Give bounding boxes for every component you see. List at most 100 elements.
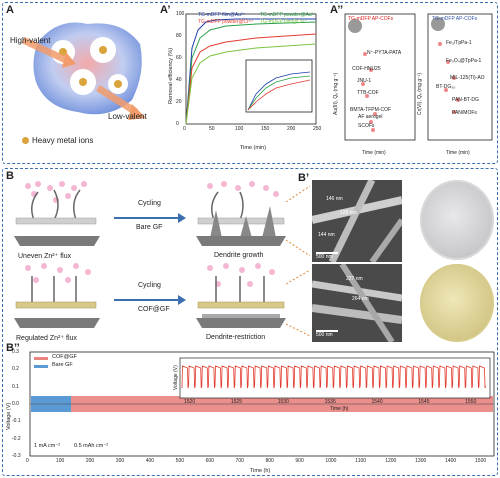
a1-xtick: 0 <box>183 126 186 132</box>
a1-xtick: 250 <box>313 126 322 132</box>
panel-b-label: B <box>6 170 14 182</box>
a1-ytick: 20 <box>176 99 182 105</box>
panel-bottom <box>2 168 498 476</box>
curve-powder-au <box>185 21 317 125</box>
au-item-3: TTB-COF <box>357 90 379 96</box>
dendrite-growth-cell <box>196 181 286 246</box>
panel-b2-label: B’’ <box>6 342 20 354</box>
au-item-5: AF aerogel <box>358 114 383 120</box>
b2-xtick: 600 <box>205 458 214 464</box>
curve-powder-cr <box>185 33 317 125</box>
b2-xtick: 700 <box>235 458 244 464</box>
sem1-m2: 128 nm <box>340 210 357 216</box>
panel-a1-label: A’ <box>160 4 171 16</box>
sem1-scalebar <box>316 252 338 254</box>
b2-inset-xtick: 1545 <box>418 399 430 405</box>
legend-film-au: TG-mDFP film@Au³⁺ <box>198 12 246 18</box>
curve-film-cr <box>185 43 317 125</box>
b2-xtick: 800 <box>265 458 274 464</box>
b2-legend-bare: Bare GF <box>52 362 73 368</box>
cr-capacity-chart <box>427 13 493 141</box>
a1-xtick: 100 <box>235 126 244 132</box>
b2-xtick: 400 <box>145 458 155 464</box>
dendrite-growth-label: Dendrite growth <box>214 252 264 259</box>
heavy-metal-legend-icon <box>22 137 29 144</box>
a1-ylabel: Removal efficiency (%) <box>168 47 174 104</box>
cycling-bottom-label: Cycling <box>138 282 161 289</box>
inset-wave <box>181 365 486 389</box>
b2-xlabel: Time (h) <box>250 468 271 474</box>
bare-gf-label: Bare GF <box>136 224 163 231</box>
b2-xtick: 500 <box>175 458 185 464</box>
au-title: TG-mDFP AP-COFs <box>348 16 394 22</box>
cof-gf-disc-photo <box>420 264 494 342</box>
au-item-2: JNU-1 <box>357 78 372 84</box>
b2-inset-xtick: 1530 <box>277 399 289 405</box>
cof-gf-label: COF@GF <box>138 306 170 313</box>
b2-inset-xtick: 1520 <box>184 399 196 405</box>
cr-xlabel: Time (min) <box>446 150 470 156</box>
regulated-flux-cell <box>14 263 100 328</box>
cr-item-3: BT-DG₃₀ <box>436 84 456 90</box>
legend-powder-cr: TG-mDFP powder@Cr⁶⁺ <box>198 19 254 25</box>
b2-ytick: 0.3 <box>12 349 19 355</box>
panel-a2-label: A’’ <box>330 4 344 16</box>
cr-item-2: MIL-125(Ti)-AO <box>450 75 485 81</box>
b2-ytick: 0.0 <box>12 401 19 407</box>
a1-ytick: 100 <box>176 11 185 17</box>
heavy-metal-legend: Heavy metal ions <box>32 136 94 145</box>
b2-inset-xtick: 1535 <box>324 399 336 405</box>
low-valent-label: Low-valent <box>108 112 147 121</box>
sem2-m2: 264 nm <box>352 296 369 302</box>
cycling-top-label: Cycling <box>138 200 161 207</box>
b2-ytick: -0.3 <box>12 453 21 459</box>
b2-xtick: 0 <box>26 458 29 464</box>
b2-inset-xtick: 1550 <box>465 399 477 405</box>
b2-legend-bare-swatch <box>34 365 48 368</box>
sem1-m3: 144 nm <box>318 232 335 238</box>
sem2-scalebar <box>316 330 338 332</box>
a1-ytick: 40 <box>176 77 182 83</box>
b2-inset-xtick: 1540 <box>371 399 383 405</box>
sem2-m1: 227 nm <box>346 276 363 282</box>
a1-ytick: 80 <box>176 33 182 39</box>
b2-xtick: 1400 <box>445 458 457 464</box>
b2-xtick: 1500 <box>475 458 487 464</box>
cr-item-0: Fe₃/TpPa-1 <box>446 40 472 46</box>
bare-gf-illustration <box>14 181 311 337</box>
b2-xtick: 200 <box>85 458 95 464</box>
legend-film-cr: TG-mDFP film@Cr⁶⁺ <box>260 19 307 25</box>
regulated-flux-label: Regulated Zn²⁺ flux <box>16 335 77 342</box>
a1-ytick: 60 <box>176 55 182 61</box>
uneven-flux-label: Uneven Zn²⁺ flux <box>18 253 72 260</box>
sem-image-bare: 146 nm 128 nm 144 nm 500 nm <box>312 180 402 262</box>
panel-b1-label: B’ <box>298 172 309 184</box>
dendrite-restriction-label: Dendrite-restriction <box>206 334 266 341</box>
b2-inset-xlabel: Time (h) <box>330 406 349 412</box>
b2-xtick: 1200 <box>385 458 397 464</box>
cr-item-4: PAN-BT-DG <box>452 97 479 103</box>
au-item-1: COF-HNU25 <box>352 66 381 72</box>
voltage-chart <box>29 351 495 457</box>
dendrite-restriction-cell <box>196 263 286 328</box>
b2-ytick: -0.1 <box>12 418 21 425</box>
b2-ytick: -0.2 <box>12 435 21 442</box>
b2-ytick: 0.2 <box>12 366 19 373</box>
b2-xtick: 100 <box>55 458 65 464</box>
b2-inset-ylabel: Voltage (V) <box>173 365 179 390</box>
cof-framework-illustration <box>21 22 146 120</box>
high-valent-label: High-valent <box>10 36 51 45</box>
sem1-scale: 500 nm <box>316 254 333 260</box>
b2-condition2: 0.5 mAh cm⁻² <box>74 443 109 449</box>
a1-ytick: 0 <box>176 121 179 127</box>
b2-ytick: 0.1 <box>12 383 19 390</box>
b2-inset-xtick: 1525 <box>230 399 242 405</box>
inset-box <box>179 357 491 399</box>
a1-xlabel: Time (min) <box>240 145 267 151</box>
curve-film-au <box>185 18 316 125</box>
sem1-m1: 146 nm <box>326 196 343 202</box>
au-ylabel: Au(III), Qₑ (mg g⁻¹) <box>333 72 339 115</box>
b2-legend-cof: COF@GF <box>52 354 77 360</box>
au-item-4: BMTA-TFPM-COF <box>350 107 392 113</box>
a1-xtick: 50 <box>209 126 215 132</box>
